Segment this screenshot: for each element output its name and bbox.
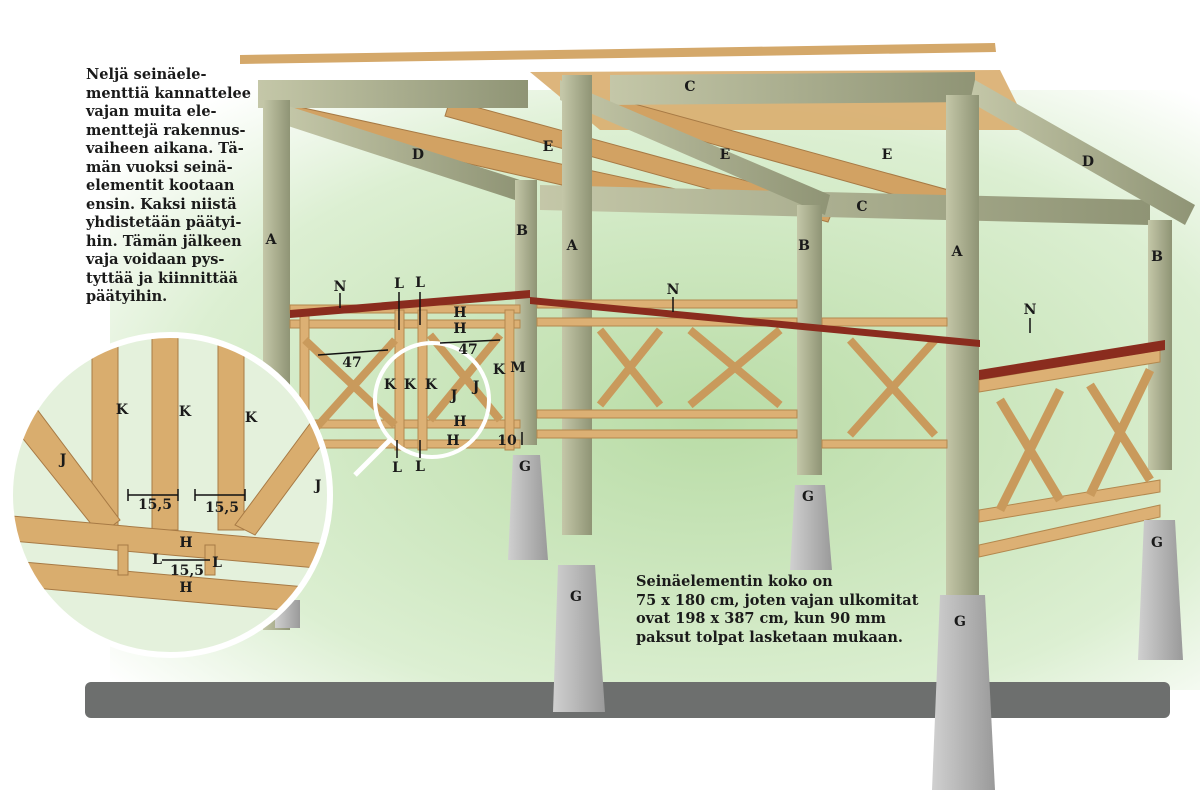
intro-line: elementit kootaan — [86, 177, 235, 194]
dimension-label: 10 — [497, 433, 517, 449]
part-label-n: N — [333, 279, 347, 295]
detail-ring — [7, 332, 333, 658]
ground — [85, 682, 1170, 718]
detail-label-l: L — [212, 555, 222, 571]
detail-dimension: 15,5 — [204, 500, 240, 516]
detail-dimension: 15,5 — [137, 497, 173, 513]
part-label-g: G — [519, 459, 531, 475]
part-label-k: K — [403, 377, 417, 393]
part-label-e: E — [881, 147, 893, 163]
detail-label-h: H — [179, 580, 193, 596]
intro-line: yhdistetään päätyi- — [86, 214, 242, 231]
part-label-h: H — [446, 433, 460, 449]
part-label-b: B — [1151, 249, 1163, 265]
part-label-a: A — [951, 244, 963, 260]
detail-label-k: K — [115, 402, 129, 418]
intro-line: menttiä kannattelee — [86, 84, 251, 102]
part-label-g: G — [802, 489, 814, 505]
part-label-a: A — [566, 238, 578, 254]
detail-label-h: H — [179, 535, 193, 551]
footings — [275, 455, 1183, 790]
detail-view — [10, 335, 330, 655]
part-label-c: C — [684, 79, 696, 95]
intro-line: päätyihin. — [86, 288, 168, 305]
intro-line: hin. Tämän jälkeen — [86, 232, 242, 250]
magnifier-handle — [353, 438, 392, 477]
dimension-label: 47 — [342, 355, 362, 371]
part-label-c: C — [856, 199, 868, 215]
part-label-d: D — [1081, 154, 1095, 170]
detail-label-k: K — [244, 410, 258, 426]
part-label-g: G — [954, 614, 966, 630]
part-label-j: J — [450, 388, 458, 404]
detail-dimension: 15,5 — [169, 563, 205, 579]
intro-line: vajan muita ele- — [86, 103, 217, 120]
part-label-a: A — [265, 232, 277, 248]
part-label-j: J — [472, 379, 480, 395]
part-label-e: E — [719, 147, 731, 163]
handrails — [290, 290, 1165, 380]
part-label-g: G — [570, 589, 582, 605]
part-label-h: H — [453, 305, 467, 321]
detail-label-j: J — [59, 452, 67, 468]
magnifier-ring — [373, 341, 491, 459]
part-label-l: L — [415, 275, 425, 291]
intro-line: tyttää ja kiinnittää — [86, 269, 238, 287]
intro-line: ensin. Kaksi niistä — [86, 195, 237, 213]
part-label-m: M — [510, 360, 526, 376]
note-line: Seinäelementin koko on — [636, 573, 833, 590]
part-label-n: N — [1023, 302, 1037, 318]
part-label-h: H — [453, 414, 467, 430]
intro-text: Neljä seinäele- menttiä kannattelee vaja… — [86, 66, 286, 307]
part-label-h: H — [453, 321, 467, 337]
intro-line: vaiheen aikana. Tä- — [86, 140, 244, 157]
part-label-b: B — [516, 223, 528, 239]
part-label-k: K — [424, 377, 438, 393]
detail-label-j: J — [314, 478, 322, 494]
part-label-l: L — [415, 459, 425, 475]
intro-line: vaja voidaan pys- — [86, 251, 225, 268]
part-label-b: B — [798, 238, 810, 254]
part-label-k: K — [492, 362, 506, 378]
part-label-l: L — [394, 276, 404, 292]
detail-label-l: L — [152, 552, 162, 568]
part-label-l: L — [392, 460, 402, 476]
note-line: paksut tolpat lasketaan mukaan. — [636, 628, 903, 646]
part-label-e: E — [542, 139, 554, 155]
roof-board — [240, 43, 996, 64]
intro-line: män vuoksi seinä- — [86, 158, 233, 176]
intro-line: menttejä rakennus- — [86, 121, 246, 139]
note-line: ovat 198 x 387 cm, kun 90 mm — [636, 610, 886, 627]
railings — [289, 299, 1161, 558]
note-line: 75 x 180 cm, joten vajan ulkomitat — [636, 591, 919, 609]
part-label-n: N — [666, 282, 680, 298]
intro-line: Neljä seinäele- — [86, 66, 207, 83]
beams — [258, 72, 1195, 225]
size-note: Seinäelementin koko on 75 x 180 cm, jote… — [636, 573, 936, 647]
part-label-k: K — [383, 377, 397, 393]
part-label-d: D — [411, 147, 425, 163]
part-label-g: G — [1151, 535, 1163, 551]
dimension-lines — [127, 292, 1031, 561]
detail-label-k: K — [178, 404, 192, 420]
dimension-label: 47 — [458, 342, 478, 358]
